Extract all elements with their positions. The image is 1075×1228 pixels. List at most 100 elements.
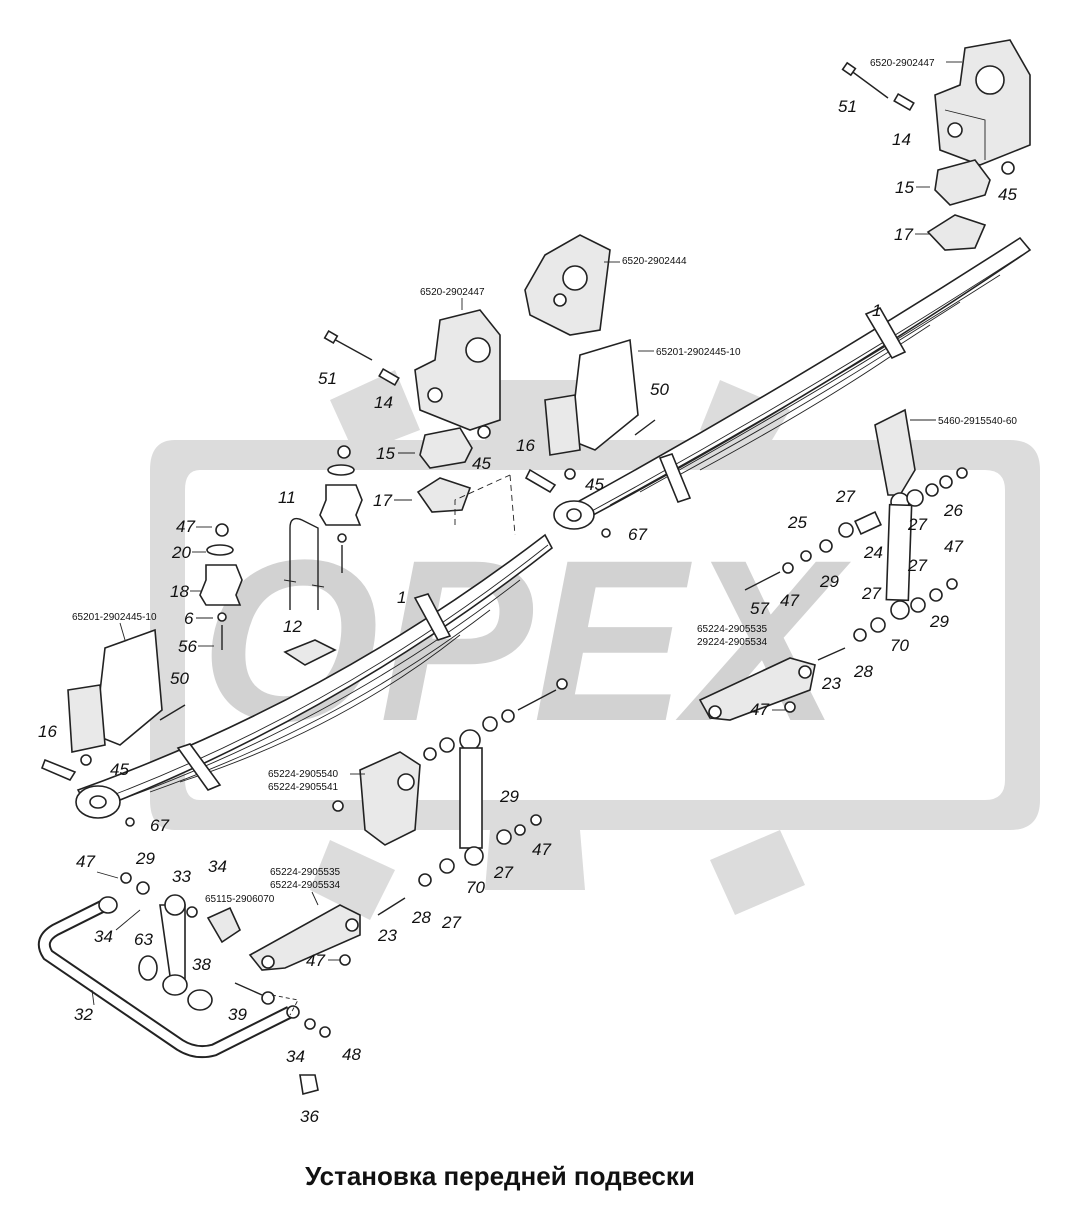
- leaf-spring-right: [553, 236, 1032, 530]
- callout: 16: [38, 722, 57, 741]
- part-codes: 6520-2902447 6520-2902444 6520-2902447 6…: [72, 58, 1017, 906]
- pin-icon: [378, 367, 400, 387]
- callout: 27: [861, 584, 881, 603]
- stabilizer-link-icon: [120, 872, 331, 1096]
- callout: 57: [750, 599, 769, 618]
- lower-bracket-left-icon: [332, 751, 421, 846]
- callout: 45: [585, 475, 604, 494]
- bolt-icon: [841, 61, 889, 99]
- nut-icon: [80, 754, 92, 766]
- code-plate-right: 65201-2902445-10: [656, 347, 741, 358]
- callout: 32: [74, 1005, 93, 1024]
- callout: 50: [170, 669, 189, 688]
- callout: 23: [821, 674, 841, 693]
- callout: 67: [628, 525, 647, 544]
- callout: 45: [110, 760, 129, 779]
- code-lower-bracket-front-a: 65224-2905535: [270, 867, 341, 878]
- plate-left-icon: [67, 628, 163, 753]
- lower-bracket-front-icon: [248, 904, 361, 971]
- callout: 28: [411, 908, 431, 927]
- spring-pad-icon: [283, 639, 337, 666]
- bolt-head-icon: [601, 528, 611, 538]
- spring-cap-icon: [416, 477, 472, 513]
- nut-icon: [477, 425, 491, 439]
- spring-cap-icon: [926, 214, 987, 251]
- callout: 67: [150, 816, 169, 835]
- callout: 33: [172, 867, 191, 886]
- callout: 27: [493, 863, 513, 882]
- callout: 47: [780, 591, 799, 610]
- callout: 47: [750, 700, 769, 719]
- callout: 70: [466, 878, 485, 897]
- callout: 29: [819, 572, 839, 591]
- callout: 28: [853, 662, 873, 681]
- rubber-pad-icon: [419, 427, 473, 469]
- bolt-icon: [159, 704, 186, 721]
- callout: 45: [998, 185, 1017, 204]
- pin-icon: [40, 758, 77, 782]
- bracket-mid-icon: [524, 234, 611, 336]
- code-lower-bracket-left-a: 65224-2905540: [268, 769, 339, 780]
- callout: 17: [894, 225, 913, 244]
- callout: 1: [397, 588, 406, 607]
- code-plate-left: 65201-2902445-10: [72, 612, 157, 623]
- callout: 56: [178, 637, 197, 656]
- callout: 51: [838, 97, 857, 116]
- callout: 17: [373, 491, 392, 510]
- rubber-pad-icon: [934, 159, 991, 206]
- callout: 20: [171, 543, 191, 562]
- callout: 70: [890, 636, 909, 655]
- callout: 36: [300, 1107, 319, 1126]
- code-lower-bracket-right-b: 29224-2905534: [697, 637, 768, 648]
- bolt-icon: [634, 419, 656, 436]
- bushing-stack-right: [744, 467, 968, 642]
- callout: 29: [135, 849, 155, 868]
- callout-numbers: 51 14 15 45 17 1 51 14 15 45 17 50 16 45…: [38, 97, 1017, 1126]
- callout: 34: [286, 1047, 305, 1066]
- rubber-buffer-icon: [199, 523, 243, 650]
- bolt-head-icon: [125, 817, 135, 827]
- stabilizer-bar-icon: [37, 896, 293, 1059]
- callout: 14: [892, 130, 911, 149]
- callout: 47: [76, 852, 95, 871]
- rubber-buffer-icon: [319, 445, 363, 573]
- bolt-icon: [323, 329, 373, 361]
- leaf-spring-left: [75, 533, 554, 819]
- callout: 27: [907, 515, 927, 534]
- callout: 6: [184, 609, 194, 628]
- callout: 51: [318, 369, 337, 388]
- callout: 29: [499, 787, 519, 806]
- code-bracket-front-right: 6520-2902447: [420, 287, 485, 298]
- callout: 18: [170, 582, 189, 601]
- callout: 15: [895, 178, 914, 197]
- bracket-front-right-icon: [414, 309, 501, 431]
- callout: 47: [176, 517, 195, 536]
- callout: 47: [944, 537, 963, 556]
- code-lower-bracket-right-a: 65224-2905535: [697, 624, 768, 635]
- pin-icon: [524, 468, 557, 494]
- shock-absorber-icon: [874, 408, 916, 620]
- lower-bracket-right-icon: [698, 647, 846, 721]
- callout: 27: [441, 913, 461, 932]
- diagram-title: Установка передней подвески: [305, 1161, 695, 1191]
- callout: 1: [872, 301, 881, 320]
- nut-icon: [564, 468, 576, 480]
- callout: 63: [134, 930, 153, 949]
- callout: 29: [929, 612, 949, 631]
- callout: 23: [377, 926, 397, 945]
- bushing-stack-left: [377, 678, 568, 916]
- callout: 34: [208, 857, 227, 876]
- callout: 48: [342, 1045, 361, 1064]
- code-bracket-mid: 6520-2902444: [622, 256, 687, 267]
- callout: 38: [192, 955, 211, 974]
- callout: 24: [863, 543, 883, 562]
- nut-icon: [1001, 161, 1015, 175]
- callout: 25: [787, 513, 807, 532]
- pin-icon: [893, 92, 915, 112]
- callout: 47: [306, 951, 325, 970]
- callout: 34: [94, 927, 113, 946]
- callout: 16: [516, 436, 535, 455]
- code-shock-bracket-top: 5460-2915540-60: [938, 416, 1017, 427]
